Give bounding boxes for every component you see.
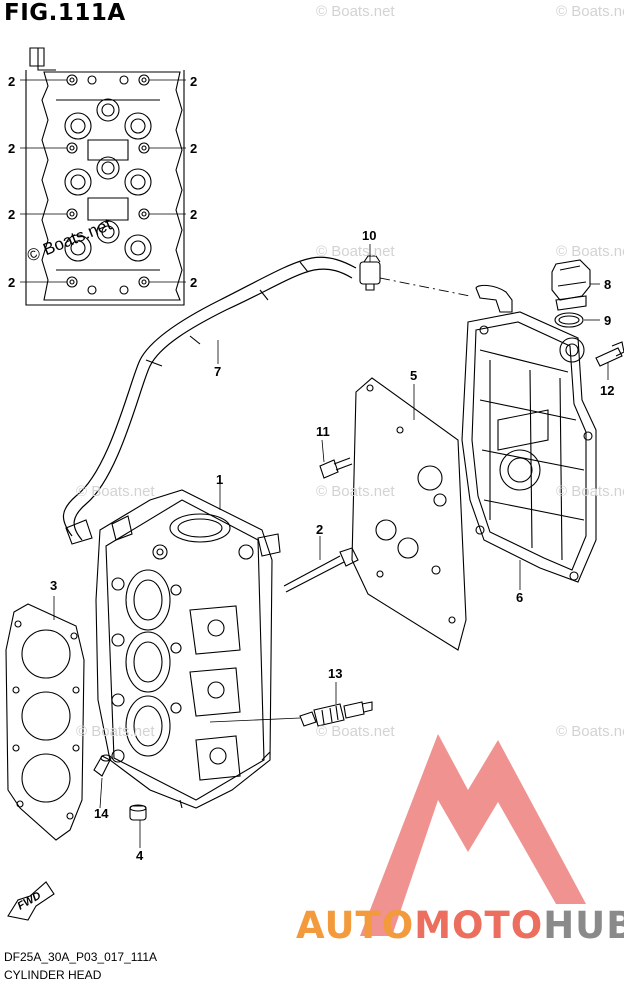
bolt-pattern-inset <box>20 47 186 306</box>
figure-code: DF25A_30A_P03_017_111A <box>4 950 158 964</box>
brand-wordmark: AUTOMOTOHUB <box>296 904 624 947</box>
callout-2: 2 <box>8 275 15 290</box>
cover-bolt <box>595 341 624 367</box>
callout-2: 2 <box>190 275 197 290</box>
cylinder-head-cover <box>461 284 597 583</box>
callout-7: 7 <box>214 364 221 379</box>
gasket-bolt <box>319 457 353 479</box>
callout-2: 2 <box>8 141 15 156</box>
figure-title: FIG.111A <box>4 0 126 26</box>
brand-part-moto: MOTO <box>414 904 544 947</box>
watermark-text: © Boats.net <box>316 723 395 740</box>
callout-14: 14 <box>94 806 109 821</box>
callout-4: 4 <box>136 848 144 863</box>
callouts: 2 2 2 2 2 2 2 2 10 8 9 12 5 7 11 1 2 6 3… <box>8 74 614 863</box>
fwd-arrow <box>7 881 55 921</box>
callout-2: 2 <box>316 522 323 537</box>
callout-12: 12 <box>600 383 614 398</box>
brand-part-auto: AUTO <box>296 904 415 947</box>
spark-plug <box>299 701 373 727</box>
watermark-text: © Boats.net <box>76 723 155 740</box>
brand-part-hub: HUB <box>543 904 624 947</box>
figure-name: CYLINDER HEAD <box>4 968 102 982</box>
breather-hose <box>62 256 357 545</box>
watermark-text: © Boats.net <box>76 483 155 500</box>
callout-11: 11 <box>316 424 330 439</box>
watermark-text: © Boats.net <box>316 3 395 20</box>
watermark-text: © Boats.net <box>556 243 624 260</box>
callout-8: 8 <box>604 277 611 292</box>
callout-9: 9 <box>604 313 611 328</box>
o-ring <box>554 312 584 328</box>
callout-2: 2 <box>190 141 197 156</box>
callout-6: 6 <box>516 590 523 605</box>
callout-13: 13 <box>328 666 342 681</box>
watermark-text: © Boats.net <box>316 483 395 500</box>
callout-2: 2 <box>8 74 15 89</box>
head-gasket <box>5 603 85 841</box>
watermark-text: © Boats.net <box>556 483 624 500</box>
dowel-pin-4 <box>129 804 147 821</box>
inset-valve-bores <box>64 98 152 262</box>
brand-logo-mark <box>360 734 586 936</box>
watermark-text: © Boats.net <box>316 243 395 260</box>
combustion-chambers <box>125 569 171 757</box>
callout-10: 10 <box>362 228 376 243</box>
callout-2: 2 <box>8 207 15 222</box>
leader-lines <box>53 244 609 848</box>
cover-gasket <box>351 377 467 651</box>
callout-2: 2 <box>190 74 197 89</box>
cylinder-head <box>95 489 281 809</box>
watermarks: © Boats.net © Boats.net © Boats.net © Bo… <box>76 3 624 740</box>
watermark-text: © Boats.net <box>556 3 624 20</box>
callout-1: 1 <box>216 472 223 487</box>
oil-filler-cap <box>551 259 591 311</box>
callout-2: 2 <box>190 207 197 222</box>
dowel-pin-14 <box>93 754 112 777</box>
cylinder-head-bolt <box>283 547 359 593</box>
callout-5: 5 <box>410 368 417 383</box>
watermark-text: © Boats.net <box>556 723 624 740</box>
callout-3: 3 <box>50 578 57 593</box>
